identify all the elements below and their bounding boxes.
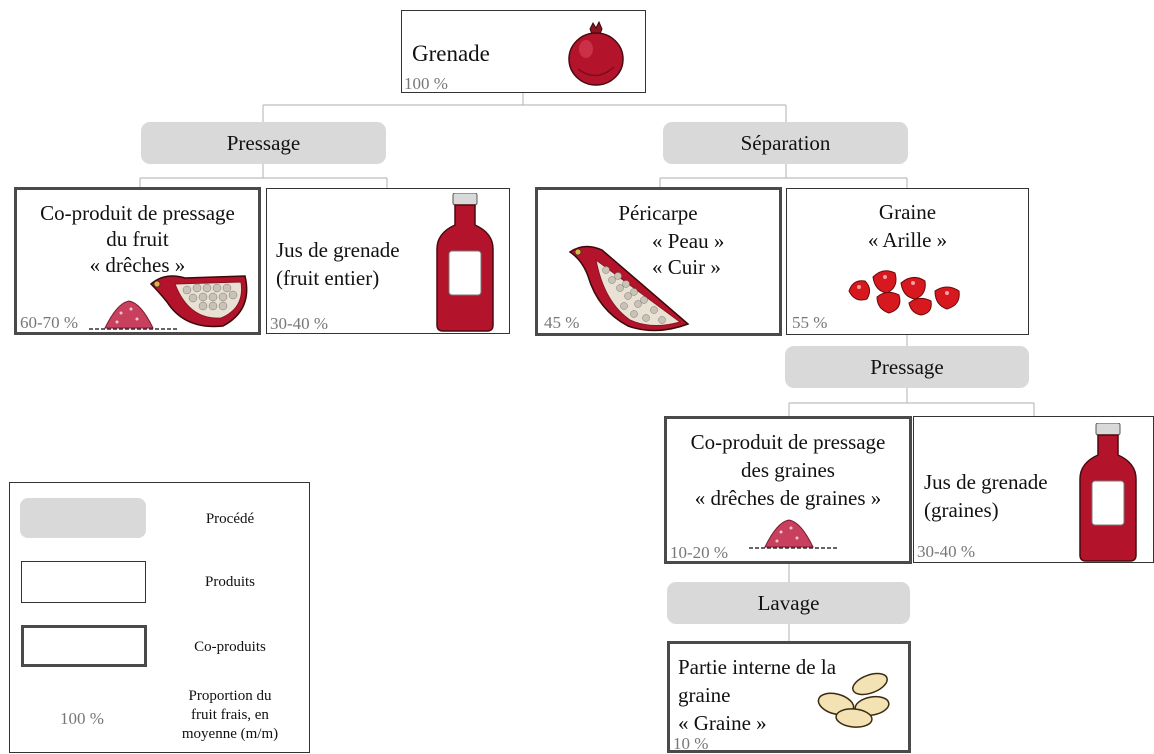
process-pressage-fruit: Pressage — [141, 122, 386, 164]
pericarp-percent: 45 % — [544, 313, 580, 332]
pomace-pile-icon — [89, 300, 177, 330]
juice-fruit-percent: 30-40 % — [270, 314, 329, 333]
coproduct-fruit-line1: Co-produit de pressage — [40, 201, 235, 225]
process-pressage-seeds: Pressage — [785, 346, 1029, 388]
inner-line1: Partie interne de la — [678, 655, 837, 679]
seed-coproduct-line3: « drêches de graines » — [694, 486, 882, 510]
legend-coproducts-label: Co-produits — [194, 639, 266, 655]
seed-juice-line1: Jus de grenade — [924, 470, 1048, 494]
root-label: Grenade — [412, 41, 490, 66]
pericarp-line3: « Cuir » — [652, 255, 721, 279]
seed-line1: Graine — [878, 200, 937, 224]
legend: Procédé Produits Co-produits 100 % Propo… — [9, 482, 310, 753]
root-node-grenade: Grenade 100 % — [401, 10, 646, 93]
pericarp-line1: Péricarpe — [618, 201, 698, 225]
bottle-icon — [1079, 423, 1137, 562]
legend-percent-example: 100 % — [60, 709, 104, 728]
inner-line2: graine — [678, 683, 731, 707]
bottle-icon — [436, 193, 494, 332]
product-juice-seeds: Jus de grenade (graines) 30-40 % — [913, 416, 1154, 563]
legend-proportion-line1: Proportion du — [188, 688, 272, 704]
legend-coproducts-swatch — [21, 625, 147, 667]
seed-coproduct-line2: des graines — [741, 458, 835, 482]
coproduct-fruit-line2: du fruit — [106, 227, 169, 251]
inner-percent: 10 % — [673, 734, 709, 753]
seed-juice-line2: (graines) — [924, 498, 999, 522]
process-lavage: Lavage — [667, 582, 910, 624]
seed-juice-percent: 30-40 % — [917, 542, 976, 561]
product-seed-aril: Graine « Arille » 55 % — [786, 188, 1029, 335]
legend-process-label: Procédé — [205, 511, 255, 527]
coproduct-fruit-percent: 60-70 % — [20, 313, 79, 332]
seed-coproduct-percent: 10-20 % — [670, 543, 729, 562]
legend-products-swatch — [21, 561, 146, 603]
juice-fruit-line2: (fruit entier) — [276, 266, 380, 290]
seed-line2: « Arille » — [867, 228, 948, 252]
coproduct-inner-seed: Partie interne de la graine « Graine » 1… — [667, 641, 911, 753]
pomace-pile-icon — [749, 519, 837, 549]
coproduct-fruit-line3: « drêches » — [89, 253, 186, 277]
juice-fruit-line1: Jus de grenade — [276, 238, 400, 262]
legend-proportion-line3: moyenne (m/m) — [181, 726, 279, 742]
pomegranate-slice-icon — [149, 275, 248, 328]
seed-coproduct-line1: Co-produit de pressage — [690, 430, 886, 454]
process-separation: Séparation — [663, 122, 908, 164]
inner-line3: « Graine » — [678, 711, 767, 735]
inner-seeds-icon — [817, 672, 890, 728]
pomegranate-slice-icon — [568, 245, 690, 332]
legend-products-label: Produits — [204, 574, 255, 590]
arils-icon — [848, 270, 960, 316]
legend-process-swatch — [20, 498, 146, 538]
pericarp-line2: « Peau » — [652, 229, 725, 253]
coproduct-seed-pomace: Co-produit de pressage des graines « drê… — [664, 416, 912, 564]
seed-percent: 55 % — [792, 313, 828, 332]
product-juice-whole-fruit: Jus de grenade (fruit entier) 30-40 % — [266, 188, 510, 334]
coproduct-fruit-pomace: Co-produit de pressage du fruit « drêche… — [14, 187, 261, 335]
coproduct-pericarp: Péricarpe « Peau » « Cuir » 45 % — [535, 187, 782, 336]
pomegranate-icon — [568, 21, 624, 86]
root-percent: 100 % — [404, 74, 448, 93]
legend-proportion-line2: fruit frais, en — [191, 707, 269, 723]
